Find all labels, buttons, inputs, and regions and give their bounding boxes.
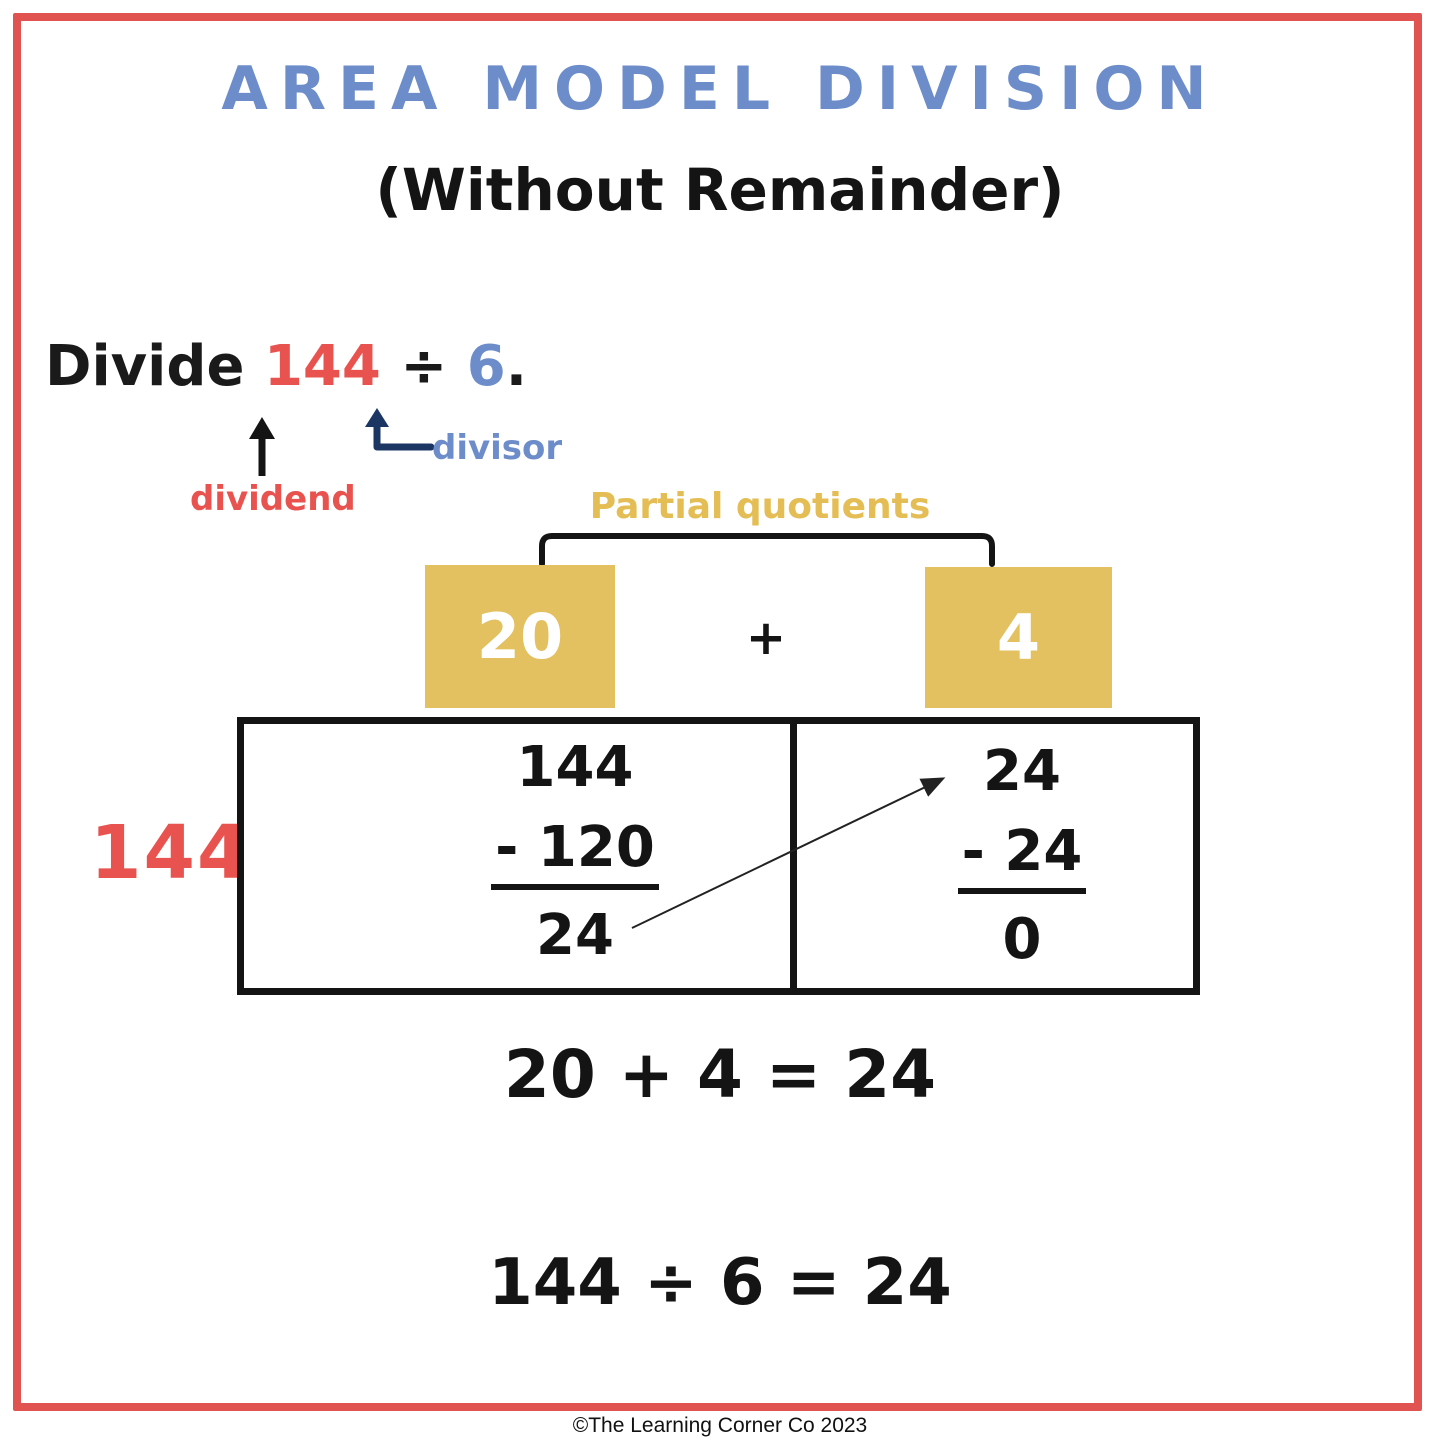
problem-period: . [505, 334, 528, 399]
divisor-label: divisor [432, 428, 563, 468]
left-cell-difference: 24 [536, 903, 614, 968]
left-cell-work: 144 - 120 24 [455, 740, 695, 964]
partial-sum-equation: 20 + 4 = 24 [503, 1036, 937, 1113]
plus-operator: + [745, 610, 787, 666]
page-border [13, 13, 1422, 1411]
copyright-text: ©The Learning Corner Co 2023 [572, 1414, 868, 1437]
problem-verb: Divide [45, 334, 264, 399]
page-title: AREA MODEL DIVISION [221, 54, 1219, 124]
partial-quotients-label: Partial quotients [589, 486, 931, 527]
dividend-arrow-icon [249, 417, 275, 476]
right-cell-minuend: 24 [983, 739, 1061, 804]
left-cell-subtraction: - 120 [491, 820, 659, 890]
divisor-arrow-icon [365, 408, 435, 451]
partial-quotient-left: 20 [425, 565, 615, 708]
left-cell-minuend: 144 [516, 735, 634, 800]
area-model-rectangle [237, 717, 1200, 995]
area-model-divider [790, 724, 797, 988]
dividend-value: 144 [263, 334, 381, 399]
division-operator: ÷ [380, 334, 467, 399]
partial-quotient-right: 4 [925, 567, 1112, 708]
problem-statement: Divide 144 ÷ 6. [45, 334, 527, 399]
carry-arrow-icon [631, 777, 946, 929]
final-equation: 144 ÷ 6 = 24 [488, 1246, 952, 1320]
area-side-label: 144 [90, 810, 251, 896]
bracket-icon [539, 533, 995, 567]
right-cell-subtraction: - 24 [957, 824, 1087, 894]
right-cell-work: 24 - 24 0 [900, 744, 1144, 968]
right-cell-difference: 0 [1002, 907, 1042, 972]
dividend-label: dividend [190, 479, 356, 519]
divisor-value: 6 [466, 334, 506, 399]
page-subtitle: (Without Remainder) [375, 156, 1065, 224]
